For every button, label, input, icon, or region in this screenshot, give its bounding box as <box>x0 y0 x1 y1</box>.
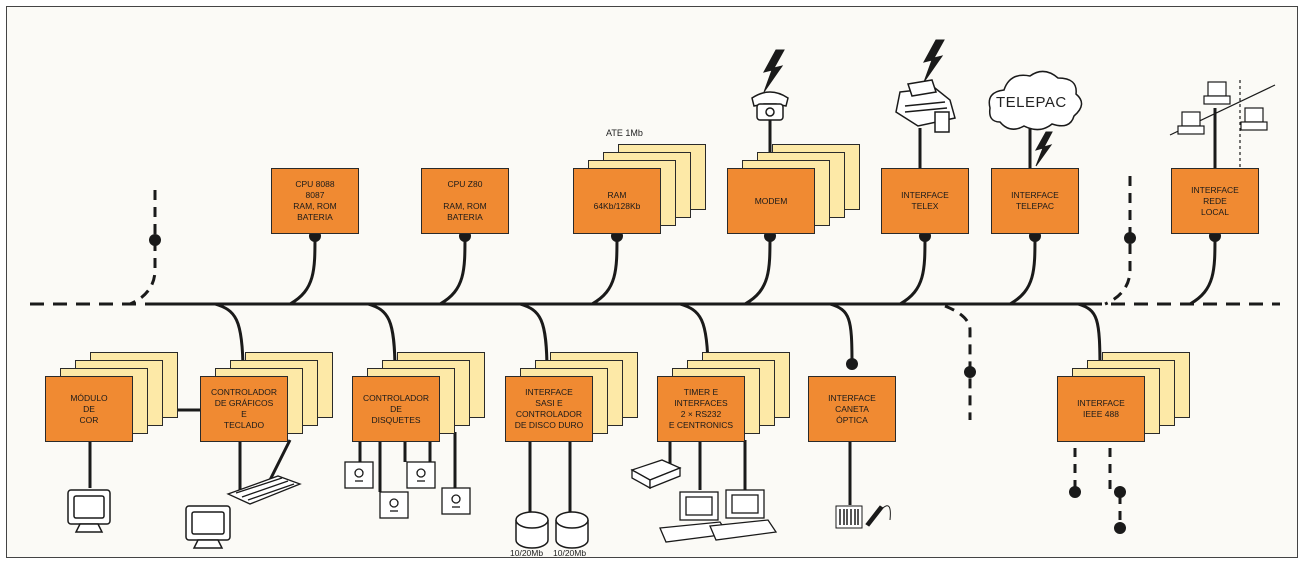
modulo-de-cor-module: MÓDULO DE COR <box>45 376 133 442</box>
ram-module: RAM 64Kb/128Kb <box>573 168 661 234</box>
interface-telex-module: INTERFACE TELEX <box>881 168 969 234</box>
modem-module: MODEM <box>727 168 815 234</box>
controlador-graficos-module: CONTROLADOR DE GRÁFICOS E TECLADO <box>200 376 288 442</box>
interface-caneta-module: INTERFACE CANETA ÓPTICA <box>808 376 896 442</box>
hard-disk-icon <box>555 511 589 549</box>
printer-icon <box>630 459 682 490</box>
hard-disk-icon <box>515 511 549 549</box>
floppy-drive-icon <box>344 461 374 489</box>
keyboard-icon <box>226 475 302 505</box>
cloud-icon <box>988 70 1083 131</box>
floppy-drive-icon <box>379 491 409 519</box>
cpu-8088-module: CPU 8088 8087 RAM, ROM BATERIA <box>271 168 359 234</box>
floppy-drive-icon <box>441 487 471 515</box>
disk-capacity-left: 10/20Mb <box>510 548 544 558</box>
monitor-icon <box>67 489 111 533</box>
ram-max-label: ATE 1Mb <box>606 128 643 138</box>
computer-icon <box>709 489 778 541</box>
cpu-z80-module: CPU Z80 RAM, ROM BATERIA <box>421 168 509 234</box>
interface-telepac-module: INTERFACE TELEPAC <box>991 168 1079 234</box>
printer-icon <box>895 79 956 133</box>
telepac-cloud-label: TELEPAC <box>996 94 1067 111</box>
interface-sasi-module: INTERFACE SASI E CONTROLADOR DE DISCO DU… <box>505 376 593 442</box>
disk-capacity-right: 10/20Mb <box>553 548 587 558</box>
floppy-drive-icon <box>406 461 436 489</box>
interface-rede-local-module: INTERFACE REDE LOCAL <box>1171 168 1259 234</box>
lightning-icon <box>763 49 785 93</box>
computer-icon <box>659 491 730 543</box>
barcode-pen-icon <box>835 505 891 529</box>
monitor-icon <box>185 505 231 549</box>
network-computers-icon <box>1169 80 1276 170</box>
controlador-disquetes-module: CONTROLADOR DE DISQUETES <box>352 376 440 442</box>
lightning-icon <box>923 39 945 83</box>
telephone-icon <box>751 91 789 121</box>
lightning-icon <box>1034 131 1053 167</box>
interface-ieee-module: INTERFACE IEEE 488 <box>1057 376 1145 442</box>
timer-interfaces-module: TIMER E INTERFACES 2 × RS232 E CENTRONIC… <box>657 376 745 442</box>
